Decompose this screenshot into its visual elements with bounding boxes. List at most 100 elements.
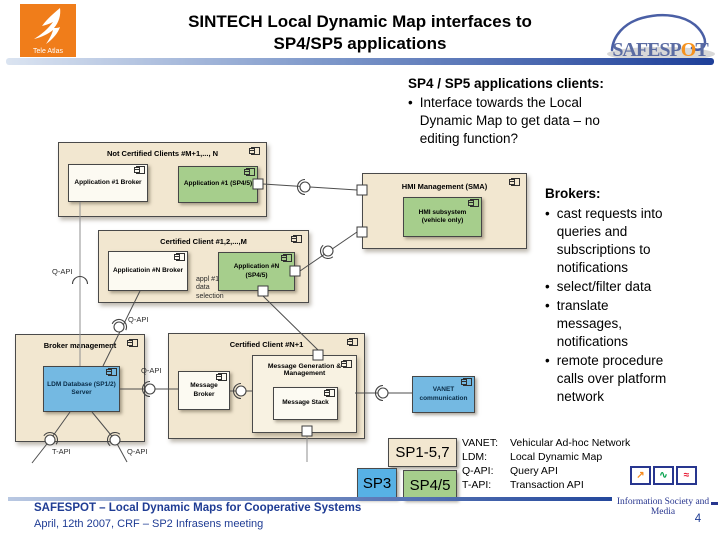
footer-divider-bar [8, 497, 612, 501]
component-ldm-database: LDM Database (SP1/2) Server [43, 366, 120, 412]
uml-component-icon [281, 254, 292, 262]
ball-connector-icon [299, 181, 311, 193]
socket-icon [71, 275, 89, 285]
safespot-car-icon: SAFESPOT [607, 13, 715, 61]
eu-ist-label: Information Society and Media [616, 497, 710, 518]
connector-line [114, 439, 128, 463]
component-hmi-subsystem: HMI subsystem (vehicle only) [403, 197, 482, 237]
uml-component-icon [461, 378, 472, 386]
header-divider-bar [6, 58, 714, 65]
component-label: Message Stack [282, 399, 329, 407]
tele-atlas-bird-icon [34, 8, 61, 44]
t-api-label: T-API [52, 447, 71, 456]
uml-component-icon [174, 253, 185, 261]
group-title: Certified Client #N+1 [229, 340, 304, 349]
legend-row: VANET: Vehicular Ad-hoc Network [462, 436, 672, 450]
ball-connector-icon [113, 321, 125, 333]
abbreviation-legend: VANET: Vehicular Ad-hoc Network LDM: Loc… [462, 436, 672, 492]
socket-icon [316, 244, 334, 263]
component-message-stack: Message Stack [273, 387, 338, 420]
eu-flag-squiggle-icon: ≈ [676, 466, 697, 485]
uml-component-icon [291, 235, 302, 243]
safespot-logo: SAFESPOT [604, 3, 716, 63]
clients-note-heading: SP4 / SP5 applications clients: [408, 76, 604, 91]
component-vanet-communication: VANET communication [412, 376, 475, 413]
component-label: Application #1 Broker [74, 178, 142, 186]
legend-sp3-box: SP3 [357, 468, 397, 499]
connector-line [31, 439, 51, 464]
uml-component-icon [134, 166, 145, 174]
legend-key: Q-API: [462, 465, 494, 477]
component-label: LDM Database (SP1/2) Server [47, 380, 116, 396]
group-title: HMI Management (SMA) [401, 182, 488, 191]
component-label: VANET communication [419, 386, 468, 402]
q-api-label: Q-API [52, 267, 73, 276]
component-label: Message Generation & Management [267, 363, 342, 377]
component-label: Applicatioin #N Broker [112, 266, 184, 274]
brokers-note-list: cast requests into queries and subscript… [545, 205, 673, 406]
component-label: Application #1 (SP4/5) [183, 180, 253, 188]
tele-atlas-label: Tele Atlas [33, 48, 63, 55]
component-applicationN-sp45: Application #N (SP4/5) [218, 252, 295, 291]
brokers-note-bullet: select/filter data [545, 278, 673, 296]
eu-flag-wave-icon: ∿ [653, 466, 674, 485]
socket-icon [111, 316, 130, 331]
uml-component-icon [127, 339, 138, 347]
brokers-note-bullet: cast requests into queries and subscript… [545, 205, 673, 277]
tele-atlas-logo: Tele Atlas [20, 4, 76, 57]
connector-line [262, 183, 358, 191]
legend-key: VANET: [462, 437, 498, 449]
q-api-label: Q-API [128, 315, 149, 324]
group-title: Not Certified Clients #M+1,..., N [106, 149, 219, 158]
brokers-note-bullet: translate messages, notifications [545, 297, 673, 351]
uml-component-icon [216, 373, 227, 381]
uml-component-icon [341, 360, 352, 368]
q-api-label: Q-API [141, 366, 162, 375]
legend-row: LDM: Local Dynamic Map [462, 450, 672, 464]
clients-note-bullet: Interface towards the Local Dynamic Map … [408, 94, 626, 148]
footer-project-title: SAFESPOT – Local Dynamic Maps for Cooper… [34, 502, 362, 514]
ball-connector-icon [144, 383, 156, 395]
group-title: Certified Client #1,2,...,M [160, 237, 247, 246]
component-application1-broker: Application #1 Broker [68, 164, 148, 202]
component-message-broker: Message Broker [178, 371, 230, 410]
component-application1-sp45: Application #1 (SP4/5) [178, 166, 258, 203]
legend-key: T-API: [462, 479, 492, 491]
component-applicationN-broker: Applicatioin #N Broker [108, 251, 188, 291]
uml-component-icon [509, 178, 520, 186]
component-label: HMI subsystem (vehicle only) [418, 208, 467, 224]
legend-key: LDM: [462, 451, 488, 463]
legend-sp157-box: SP1-5,7 [388, 438, 457, 467]
safespot-wheel-o: O [681, 39, 696, 61]
legend-value: Local Dynamic Map [510, 451, 603, 463]
component-label: Message Broker [190, 382, 218, 398]
uml-component-icon [249, 147, 260, 155]
ball-connector-icon [322, 245, 334, 257]
brokers-note-heading: Brokers: [545, 186, 601, 201]
legend-row: Q-API: Query API [462, 464, 672, 478]
legend-value: Vehicular Ad-hoc Network [510, 437, 631, 449]
safespot-word-left: SAFESP [612, 39, 681, 61]
eu-flag-arrow-icon: ↗ [630, 466, 651, 485]
socket-icon [374, 384, 384, 402]
eu-label-dash [711, 502, 718, 505]
uml-component-icon [468, 199, 479, 207]
page-number: 4 [694, 513, 702, 525]
socket-icon [296, 178, 306, 196]
legend-sp45-box: SP4/5 [403, 470, 457, 500]
uml-component-icon [106, 368, 117, 376]
brokers-note-bullet: remote procedure calls over platform net… [545, 352, 673, 406]
uml-component-icon [324, 389, 335, 397]
uml-component-icon [244, 168, 255, 176]
q-api-label: Q-API [127, 447, 148, 456]
footer-meeting-info: April, 12th 2007, CRF – SP2 Infrasens me… [34, 518, 264, 530]
ball-connector-icon [377, 387, 389, 399]
svg-text:SAFESPOT: SAFESPOT [612, 39, 709, 61]
page-title: SINTECH Local Dynamic Map interfaces to … [188, 12, 532, 54]
component-label: Application #N (SP4/5) [233, 263, 280, 279]
eu-ist-logo: ↗ ∿ ≈ [630, 466, 697, 485]
legend-value: Query API [510, 465, 558, 477]
uml-component-icon [347, 338, 358, 346]
legend-row: T-API: Transaction API [462, 478, 672, 492]
